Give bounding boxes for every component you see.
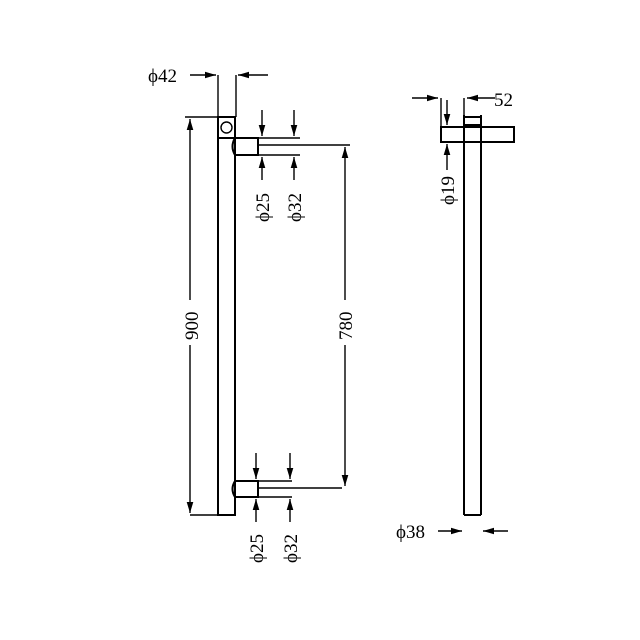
side-bar bbox=[440, 126, 515, 143]
dim-900: 900 bbox=[182, 312, 203, 341]
top-arm bbox=[231, 137, 259, 156]
dim-phi38: ϕ38 bbox=[396, 522, 425, 543]
side-top-cap bbox=[463, 116, 482, 126]
dim-52: 52 bbox=[494, 90, 513, 111]
dim-top-phi25: ϕ25 bbox=[253, 193, 274, 222]
top-fixing-circle bbox=[220, 121, 233, 134]
side-view: 52 ϕ19 ϕ38 bbox=[396, 90, 515, 543]
bottom-arm bbox=[231, 480, 259, 498]
dim-phi42: ϕ42 bbox=[148, 66, 177, 87]
dim-780: 780 bbox=[336, 312, 357, 341]
front-post bbox=[217, 116, 236, 516]
dim-top-phi32: ϕ32 bbox=[285, 193, 306, 222]
front-view: ϕ42 900 780 ϕ25 ϕ32 ϕ25 ϕ32 bbox=[148, 66, 357, 563]
dim-phi19: ϕ19 bbox=[438, 176, 459, 205]
dim-bottom-phi32: ϕ32 bbox=[281, 534, 302, 563]
dim-bottom-phi25: ϕ25 bbox=[247, 534, 268, 563]
